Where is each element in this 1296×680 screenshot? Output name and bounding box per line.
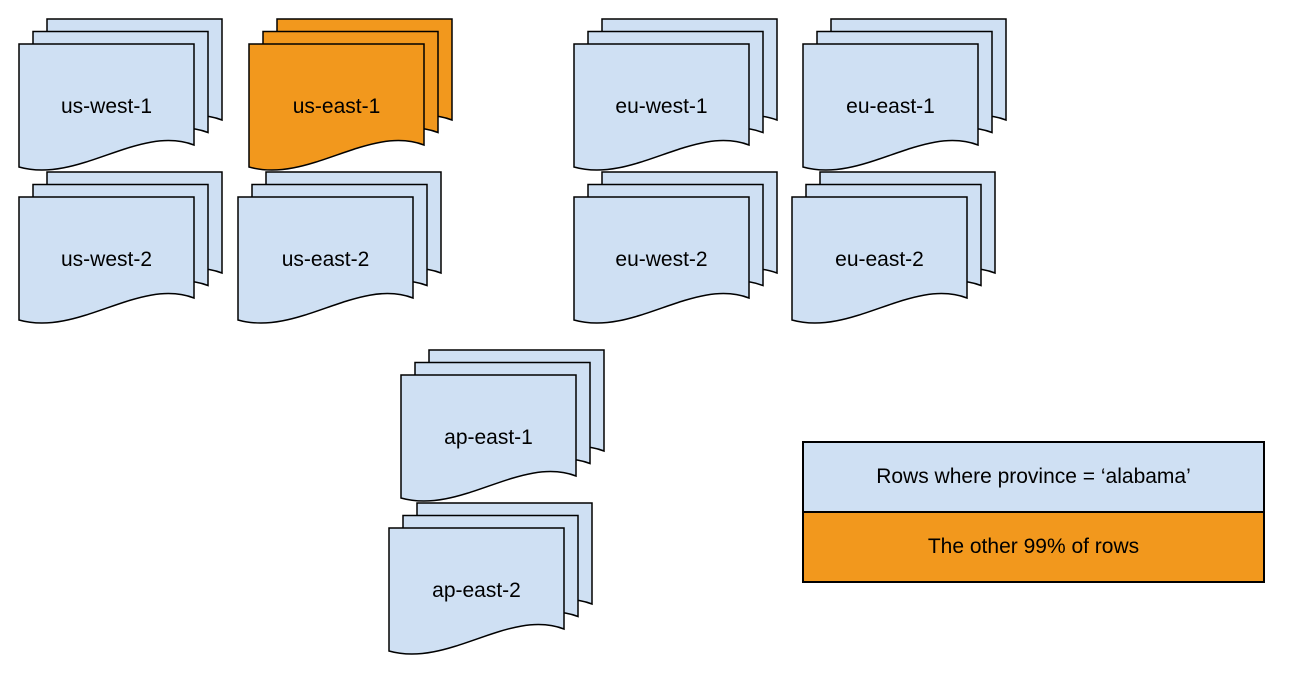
legend-label-other: The other 99% of rows xyxy=(927,535,1140,558)
document-page-shape xyxy=(400,374,577,502)
legend-item-other-rows: The other 99% of rows xyxy=(804,511,1263,581)
document-page-shape xyxy=(388,527,565,655)
region-stack-ap-east-2: ap-east-2 xyxy=(388,502,593,655)
document-page-shape xyxy=(573,43,750,171)
region-label: us-west-2 xyxy=(61,248,152,271)
region-stack-ap-east-1: ap-east-1 xyxy=(400,349,605,502)
region-stack-us-west-2: us-west-2 xyxy=(18,171,223,324)
legend: Rows where province = ‘alabama’ The othe… xyxy=(802,441,1265,583)
region-stack-us-west-1: us-west-1 xyxy=(18,18,223,171)
region-label: ap-east-1 xyxy=(444,426,533,449)
region-label: eu-east-2 xyxy=(835,248,924,271)
document-page-shape xyxy=(791,196,968,324)
document-page-shape xyxy=(802,43,979,171)
region-label: us-west-1 xyxy=(61,95,152,118)
region-label: eu-west-1 xyxy=(615,95,707,118)
document-page-shape xyxy=(237,196,414,324)
document-page-shape xyxy=(18,43,195,171)
document-page-shape xyxy=(573,196,750,324)
region-label: us-east-2 xyxy=(282,248,370,271)
region-stack-eu-west-1: eu-west-1 xyxy=(573,18,778,171)
region-stack-us-east-1: us-east-1 xyxy=(248,18,453,171)
legend-item-alabama-rows: Rows where province = ‘alabama’ xyxy=(804,443,1263,511)
region-stack-eu-west-2: eu-west-2 xyxy=(573,171,778,324)
document-page-shape xyxy=(18,196,195,324)
region-label: ap-east-2 xyxy=(432,579,521,602)
legend-label-alabama: Rows where province = ‘alabama’ xyxy=(876,465,1191,488)
region-label: us-east-1 xyxy=(293,95,381,118)
region-stack-eu-east-2: eu-east-2 xyxy=(791,171,996,324)
region-label: eu-west-2 xyxy=(615,248,707,271)
region-label: eu-east-1 xyxy=(846,95,935,118)
region-stack-eu-east-1: eu-east-1 xyxy=(802,18,1007,171)
region-stack-us-east-2: us-east-2 xyxy=(237,171,442,324)
document-page-shape xyxy=(248,43,425,171)
